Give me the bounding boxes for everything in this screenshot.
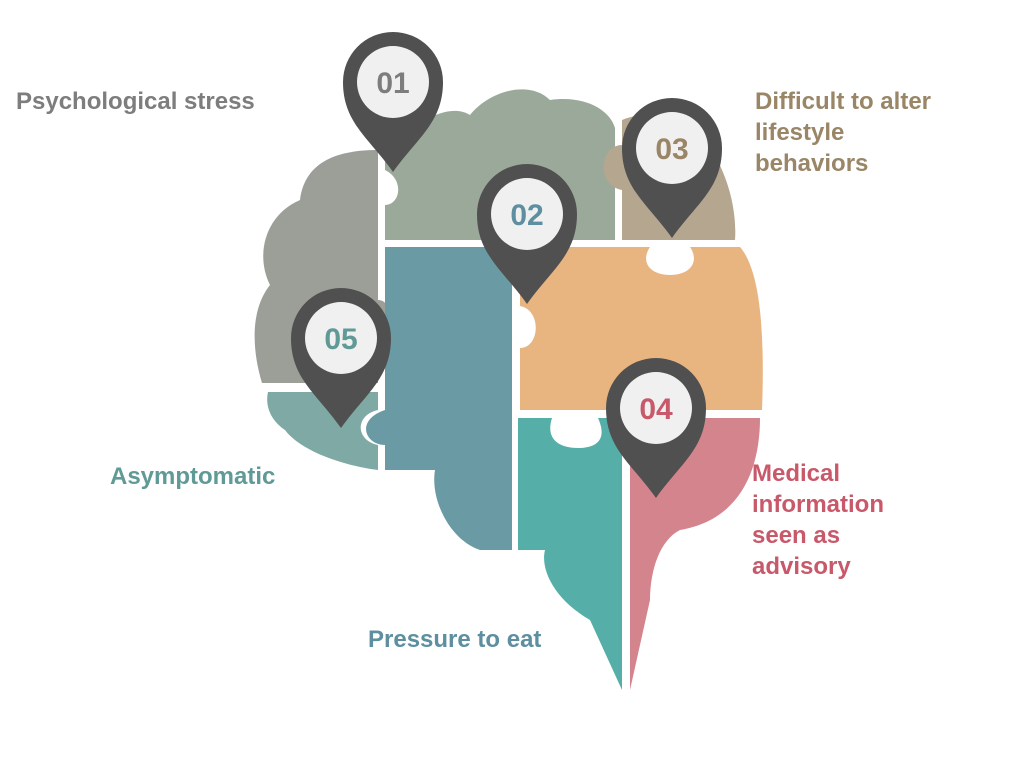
- label-line: advisory: [752, 553, 851, 580]
- map-pin-icon-01: 01: [343, 32, 443, 172]
- pin-face: [620, 372, 692, 444]
- label-line: seen as: [752, 522, 841, 549]
- label-line: Difficult to alter: [755, 88, 932, 115]
- map-pin-icon-03: 03: [622, 98, 722, 238]
- puzzle-piece-teal-lower: [518, 418, 622, 690]
- label-line: behaviors: [755, 150, 869, 177]
- label-line: Pressure to eat: [368, 626, 542, 653]
- label-psychological-stress: Psychological stress: [16, 86, 255, 117]
- marker-number-01: 01: [376, 67, 409, 100]
- label-medical-information: Medical information seen as advisory: [752, 458, 884, 582]
- pin-face: [357, 46, 429, 118]
- map-pin-icon-05: 05: [291, 288, 391, 428]
- map-pin-icon-04: 04: [606, 358, 706, 498]
- label-line: Asymptomatic: [110, 463, 276, 490]
- label-line: information: [752, 491, 884, 518]
- marker-number-05: 05: [324, 323, 357, 356]
- label-line: lifestyle: [755, 119, 845, 146]
- marker-number-03: 03: [655, 133, 688, 166]
- label-asymptomatic: Asymptomatic: [110, 461, 275, 492]
- marker-number-04: 04: [639, 393, 673, 426]
- pin-face: [491, 178, 563, 250]
- puzzle-piece-orange: [520, 247, 763, 410]
- label-line: Psychological stress: [16, 88, 255, 115]
- label-difficult-to-alter-lifestyle: Difficult to alter lifestyle behaviors: [755, 86, 931, 179]
- marker-number-02: 02: [510, 199, 543, 232]
- puzzle-piece-blue-center: [366, 247, 512, 550]
- map-pin-icon-02: 02: [477, 164, 577, 304]
- pin-face: [636, 112, 708, 184]
- pin-face: [305, 302, 377, 374]
- label-line: Medical: [752, 460, 841, 487]
- label-pressure-to-eat: Pressure to eat: [368, 624, 541, 655]
